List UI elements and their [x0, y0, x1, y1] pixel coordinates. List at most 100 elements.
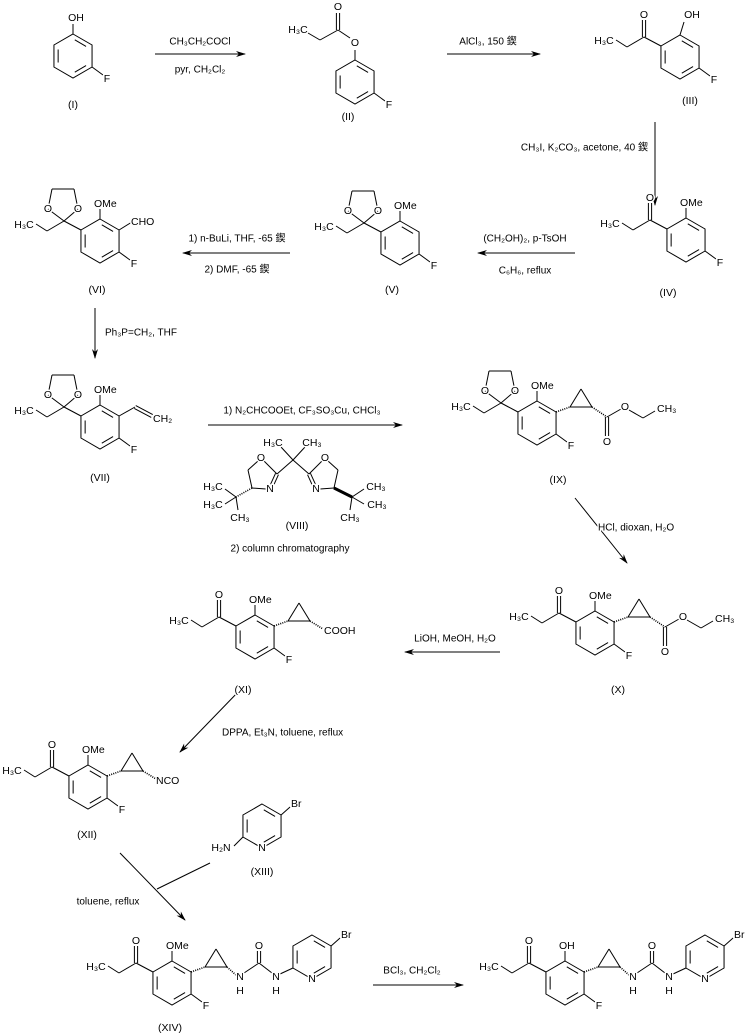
methyl-label: H₃C	[2, 765, 22, 777]
stereo-hashed-bond	[591, 406, 608, 418]
nitrogen-label: N	[266, 483, 274, 495]
aromatic-inner-bond	[263, 809, 276, 817]
oxygen-label: O	[74, 389, 82, 401]
bond-line	[224, 488, 237, 498]
bond-line	[418, 253, 431, 263]
bond-line	[35, 409, 48, 418]
bond-line	[258, 962, 273, 974]
hydrogen-label: H	[629, 985, 637, 997]
bond-line	[135, 962, 154, 973]
hydroxyl-label: OH	[684, 9, 700, 21]
aromatic-inner-bond	[681, 66, 694, 74]
bond-line	[73, 374, 78, 391]
double-bond-line	[270, 473, 276, 485]
bond-line	[723, 937, 734, 947]
aromatic-inner-bond	[89, 770, 102, 778]
bond-line	[651, 962, 666, 974]
aromatic-inner-bond	[313, 940, 326, 948]
aromatic-inner-bond	[313, 966, 326, 974]
bond-line	[698, 67, 711, 77]
stereo-hashed-bond	[142, 770, 157, 780]
aromatic-inner-bond	[401, 252, 414, 260]
bond-line	[555, 433, 568, 443]
reagent-text: pyr, CH₂Cl₂	[175, 65, 226, 76]
bond-line	[472, 405, 485, 414]
bond-line	[73, 188, 78, 205]
methyl-label: CH₃	[367, 499, 386, 511]
bond-line	[247, 469, 253, 489]
aromatic-inner-bond	[687, 249, 700, 257]
bond-line	[649, 219, 668, 230]
oxygen-label: O	[555, 585, 563, 597]
fluorine-label: F	[711, 74, 717, 86]
bond-line	[48, 188, 53, 205]
stereo-wedge-bond	[333, 486, 353, 499]
fluorine-label: F	[119, 804, 125, 816]
hydroxyl-label: OH	[68, 12, 84, 24]
bond-line	[349, 496, 353, 511]
methyl-label: H₃C	[203, 499, 223, 511]
bond-line	[621, 222, 634, 231]
methoxy-label: OMe	[680, 197, 703, 209]
bromine-label: Br	[734, 929, 745, 941]
bond-line	[106, 797, 119, 807]
reagent-text: CH₃I, K₂CO₃, acetone, 40 鍥	[521, 141, 648, 154]
hydrogen-label: H	[665, 985, 673, 997]
nitrogen-label: N	[236, 971, 244, 983]
bond-line	[23, 769, 36, 778]
fluorine-label: F	[203, 1000, 209, 1012]
methyl-label: H₃C	[600, 218, 620, 230]
bond-line	[276, 459, 294, 475]
benzene-ring	[152, 960, 192, 1006]
bond-line	[251, 487, 267, 490]
bond-line	[218, 616, 237, 627]
oxygen-label: O	[646, 192, 654, 204]
bond-line	[672, 967, 687, 975]
reagent-text: BCl₃, CH₂Cl₂	[383, 966, 441, 977]
bond-line	[319, 29, 339, 41]
ring-nitrogen-label: N	[308, 973, 316, 985]
benzene-ring	[660, 34, 700, 80]
bond-line	[363, 222, 382, 233]
benzene-ring	[666, 217, 706, 263]
bond-line	[484, 390, 502, 404]
nitrogen-label: N	[665, 971, 673, 983]
reagent-text: C₆H₆, reflux	[499, 266, 552, 277]
bond-line	[541, 612, 560, 624]
bond-line	[511, 962, 530, 974]
bromine-label: Br	[341, 929, 352, 941]
methyl-label: CH₃	[230, 512, 249, 524]
oxygen-label: O	[603, 436, 611, 448]
bond-line	[63, 406, 82, 417]
bond-line	[247, 460, 259, 471]
bond-line	[48, 374, 53, 391]
compound-label-XI: (XI)	[235, 684, 252, 696]
bond-line	[35, 223, 48, 232]
aromatic-inner-bond	[101, 250, 114, 258]
methoxy-label: OMe	[166, 940, 189, 952]
double-bond-line	[273, 474, 279, 486]
bond-line	[700, 620, 714, 629]
bond-line	[347, 210, 365, 224]
reagent-text: 2) DMF, -65 鍥	[204, 263, 269, 276]
bond-line	[201, 616, 220, 628]
bond-line	[224, 496, 237, 505]
aromatic-inner-bond	[401, 226, 414, 234]
bond-line	[351, 496, 365, 505]
aromatic-inner-bond	[173, 992, 186, 1000]
methyl-label: CH₃	[340, 512, 359, 524]
double-bond-line	[134, 407, 152, 418]
reagent-text: 2) column chromatography	[231, 544, 350, 555]
bond-line	[91, 66, 104, 76]
bond-line	[190, 619, 203, 628]
stereo-hashed-bond	[235, 487, 253, 498]
compound-label-VIII: (VIII)	[286, 520, 309, 532]
oxygen-label: O	[74, 203, 82, 215]
isocyanate-label: NCO	[156, 775, 179, 787]
aromatic-inner-bond	[356, 91, 369, 99]
bond-line	[46, 406, 65, 418]
double-bond-line	[307, 474, 313, 486]
compound-label-I: (I)	[68, 99, 78, 111]
bond-line	[235, 496, 239, 511]
